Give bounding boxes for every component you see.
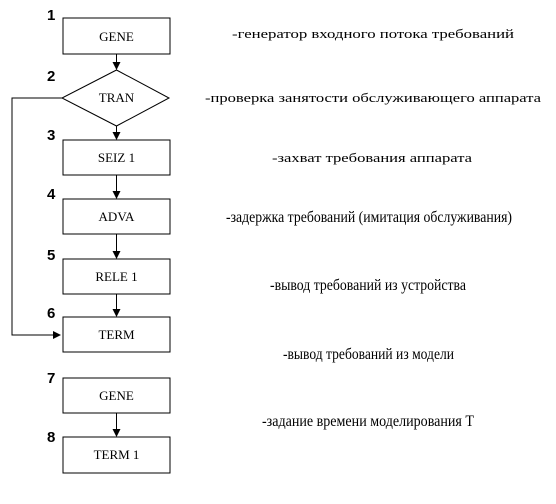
step-number-7: 7 (47, 370, 55, 387)
step-number-1: 1 (47, 7, 55, 24)
block-rele (62, 258, 171, 295)
desc-gene-1: -генератор входного потока требований (232, 26, 514, 41)
block-adva (62, 198, 171, 235)
desc-term: -вывод требований из модели (283, 346, 454, 363)
block-gene-1 (62, 17, 171, 55)
block-term (62, 316, 171, 353)
block-gene-1-label: GENE (99, 29, 134, 44)
block-term-label: TERM (98, 327, 135, 342)
bypass-arrow-tran-term (11, 97, 62, 339)
desc-tran: -проверка занятости обслуживающего аппар… (205, 90, 541, 105)
step-number-6: 6 (47, 305, 55, 322)
step-number-5: 5 (47, 247, 55, 264)
block-term-1 (62, 436, 171, 474)
block-tran-label: TRAN (99, 90, 135, 105)
desc-adva: -задержка требований (имитация обслужива… (226, 209, 512, 226)
block-term-1-label: TERM 1 (94, 447, 140, 462)
desc-gene-2: -задание времени моделирования T (262, 413, 474, 430)
block-gene-2 (62, 377, 171, 414)
step-number-8: 8 (47, 429, 55, 446)
desc-seiz: -захват требования аппарата (272, 150, 472, 165)
block-rele-label: RELE 1 (95, 269, 137, 284)
block-seiz-label: SEIZ 1 (98, 150, 135, 165)
step-number-3: 3 (47, 127, 55, 144)
step-number-2: 2 (47, 68, 55, 85)
block-gene-2-label: GENE (99, 388, 134, 403)
step-number-4: 4 (47, 186, 56, 203)
desc-rele: -вывод требований из устройства (270, 277, 466, 294)
block-adva-label: ADVA (99, 209, 135, 224)
